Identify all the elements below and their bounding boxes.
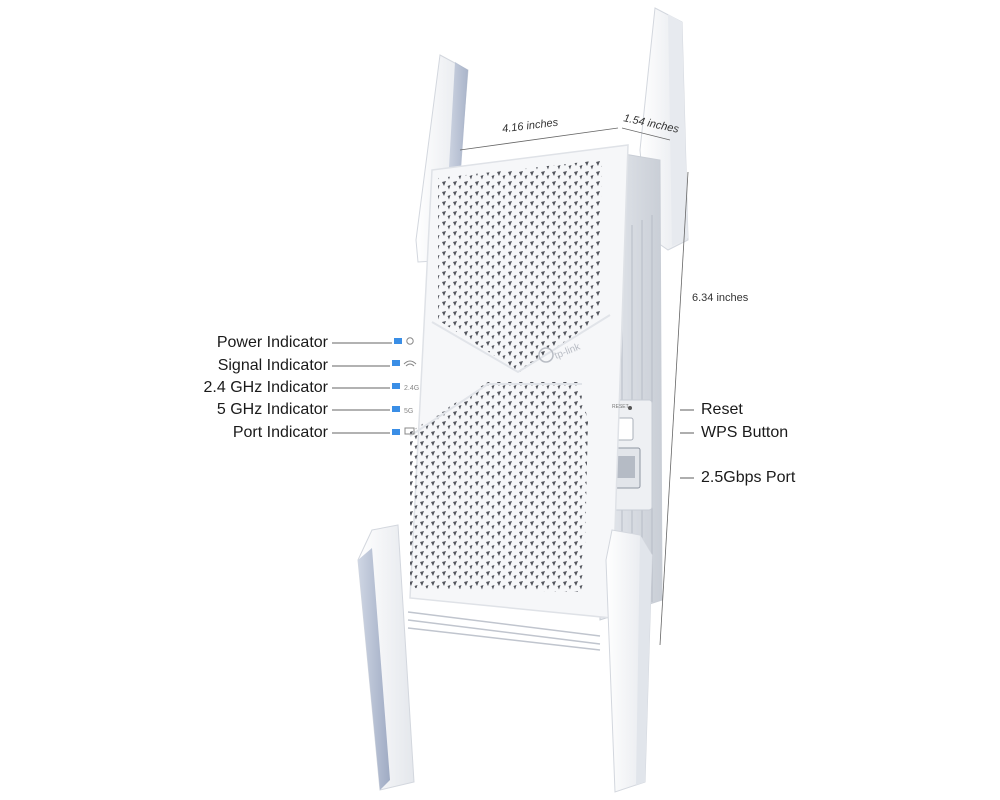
right-leader-lines	[680, 409, 694, 479]
callout-24ghz-indicator: 2.4 GHz Indicator	[203, 379, 329, 396]
power-icon	[406, 337, 414, 345]
callout-5ghz-indicator: 5 GHz Indicator	[216, 401, 328, 418]
tp-link-logo-icon	[538, 347, 554, 363]
left-leader-lines	[332, 342, 392, 434]
side-reset-text: RESET	[612, 404, 629, 410]
callout-port-indicator: Port Indicator	[232, 424, 328, 441]
callout-power-indicator: Power Indicator	[216, 334, 328, 351]
led-port	[392, 429, 400, 435]
led-power	[394, 338, 402, 344]
height-dimension-label: 6.34 inches	[692, 292, 749, 304]
monitor-icon	[404, 427, 415, 435]
callout-wps-button: WPS Button	[701, 424, 789, 441]
antenna-bottom-left	[357, 524, 415, 791]
led-5g	[392, 406, 400, 412]
dimension-lines	[459, 127, 689, 646]
device-front	[392, 144, 629, 619]
callout-signal-indicator: Signal Indicator	[217, 357, 328, 374]
wifi-signal-icon	[403, 360, 417, 367]
led-signal	[392, 360, 400, 366]
reset-pinhole[interactable]	[628, 406, 632, 410]
antenna-bottom-right	[605, 529, 653, 793]
led-2g	[392, 383, 400, 389]
led-label-2g: 2.4G	[404, 385, 419, 392]
led-label-5g: 5G	[404, 408, 413, 415]
callout-25gbps-port: 2.5Gbps Port	[701, 469, 796, 486]
callout-reset: Reset	[701, 401, 743, 418]
